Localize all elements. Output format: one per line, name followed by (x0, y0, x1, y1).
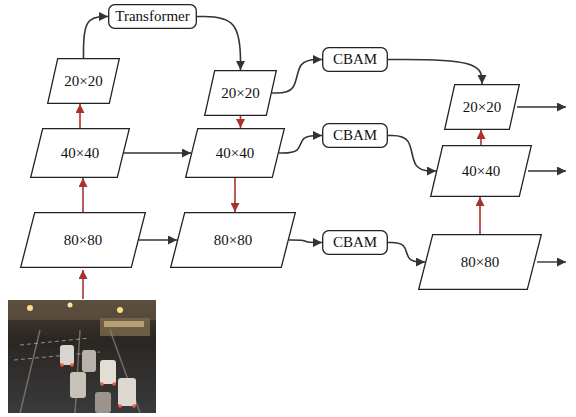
attention-block: CBAM (322, 230, 388, 255)
flow-arrow (279, 136, 322, 154)
node-label: 40×40 (216, 145, 254, 162)
parallelogram-border (21, 213, 146, 268)
node-label: 80×80 (64, 232, 102, 249)
parallelogram-border (419, 235, 542, 290)
flow-arrow (388, 243, 425, 263)
parallelogram-border (48, 59, 120, 104)
node-label: 80×80 (214, 232, 252, 249)
node-label: 20×20 (64, 73, 102, 90)
node-label: 40×40 (462, 163, 500, 180)
parallelogram-border (171, 213, 296, 268)
rounded-border (323, 231, 388, 255)
input-arrow (82, 270, 84, 299)
feature-map: 80×80 (20, 212, 146, 268)
flow-arrow (388, 60, 482, 85)
feature-map: 40×40 (185, 128, 285, 178)
parallelogram-border (445, 85, 520, 130)
feature-map: 80×80 (170, 212, 296, 268)
node-label: CBAM (333, 51, 377, 68)
attention-block: CBAM (322, 47, 388, 72)
flow-arrow (234, 178, 236, 212)
flow-arrow (480, 130, 482, 145)
parallelogram-border (205, 71, 277, 116)
flow-arrow (84, 17, 109, 59)
flow-arrow (82, 178, 84, 212)
output-arrow (537, 261, 566, 262)
feature-map: 20×20 (444, 84, 520, 130)
node-label: 20×20 (463, 99, 501, 116)
feature-map: 80×80 (418, 234, 542, 290)
parallelogram-border (31, 129, 130, 178)
flow-arrow (240, 116, 242, 128)
node-label: CBAM (333, 234, 377, 251)
rounded-border (109, 5, 197, 29)
feature-map: 20×20 (204, 70, 277, 116)
rounded-border (323, 48, 388, 72)
transformer-block: Transformer (108, 4, 197, 29)
flow-arrow (479, 197, 481, 234)
rounded-border (323, 124, 388, 148)
node-label: Transformer (115, 8, 189, 25)
node-label: CBAM (333, 127, 377, 144)
feature-map: 20×20 (47, 58, 120, 104)
node-label: 80×80 (461, 254, 499, 271)
node-label: 40×40 (61, 145, 99, 162)
flow-arrow (197, 17, 241, 71)
feature-map: 40×40 (430, 145, 532, 197)
flow-arrow (289, 240, 322, 243)
attention-block: CBAM (322, 123, 388, 148)
node-label: 20×20 (221, 85, 259, 102)
street-photo (8, 300, 156, 413)
feature-map: 40×40 (30, 128, 130, 178)
flow-arrow (272, 60, 322, 94)
flow-arrow (124, 152, 191, 154)
parallelogram-border (186, 129, 285, 178)
flow-arrow (139, 239, 177, 241)
parallelogram-border (431, 146, 532, 197)
output-arrow (517, 106, 566, 107)
flow-arrow (79, 104, 81, 128)
output-arrow (528, 170, 566, 171)
flow-arrow (388, 136, 436, 172)
